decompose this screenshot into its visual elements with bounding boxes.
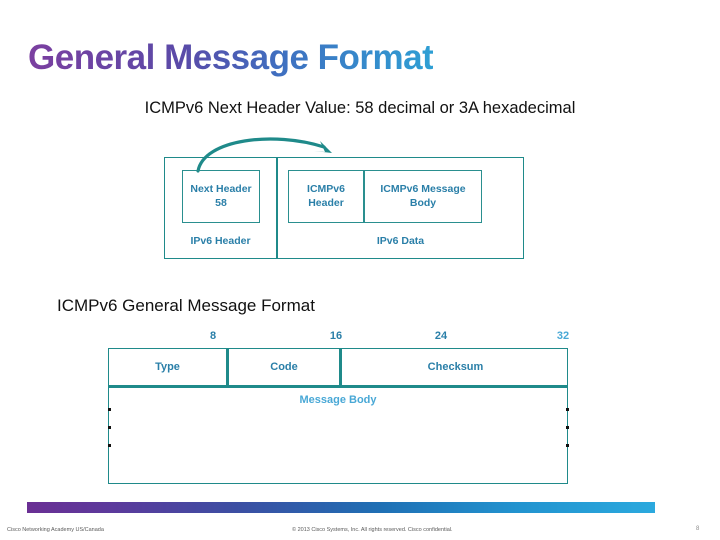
ipv6-data-caption: IPv6 Data (376, 235, 425, 247)
icmpv6-message-format-diagram: 8 16 24 32 Type Code Checksum Message Bo… (108, 330, 570, 485)
ipv6-data-cell (277, 157, 524, 259)
ipv6-header-caption: IPv6 Header (190, 235, 251, 247)
footer-left-text: Cisco Networking Academy US/Canada (7, 527, 104, 533)
icmpv6-body-label-line1: ICMPv6 Message (380, 183, 466, 196)
icmpv6-header-label-line1: ICMPv6 (307, 183, 345, 196)
section-heading: ICMPv6 General Message Format (57, 296, 315, 315)
bit-tick-32: 32 (556, 330, 570, 342)
bit-tick-24: 24 (434, 330, 448, 342)
ellipsis-dot (566, 444, 569, 447)
ipv6-packet-diagram: Next Header 58 ICMPv6 Header ICMPv6 Mess… (164, 137, 524, 259)
message-body-box (108, 386, 568, 484)
subtitle-next-header-value: ICMPv6 Next Header Value: 58 decimal or … (144, 99, 576, 117)
next-header-box: Next Header 58 (182, 170, 260, 223)
bit-tick-8: 8 (209, 330, 217, 342)
ellipsis-dots-right (566, 408, 572, 447)
ellipsis-dot (566, 426, 569, 429)
icmpv6-header-row: Type Code Checksum (108, 348, 568, 386)
field-code: Code (226, 349, 339, 385)
ellipsis-dot (108, 444, 111, 447)
next-header-value: 58 (215, 196, 227, 209)
footer-page-number: 8 (696, 526, 700, 532)
footer-copyright-text: © 2013 Cisco Systems, Inc. All rights re… (292, 527, 453, 533)
field-checksum: Checksum (339, 349, 569, 385)
next-header-label: Next Header (190, 183, 252, 196)
ellipsis-dot (108, 426, 111, 429)
icmpv6-body-label-line2: Body (409, 196, 437, 209)
ellipsis-dot (566, 408, 569, 411)
bit-tick-16: 16 (329, 330, 343, 342)
field-type: Type (155, 361, 180, 373)
page-title: General Message Format (28, 38, 434, 77)
footer-gradient-bar (27, 502, 655, 513)
field-message-body: Message Body (299, 394, 377, 406)
icmpv6-header-box: ICMPv6 Header (288, 170, 364, 223)
icmpv6-header-label-line2: Header (308, 196, 344, 209)
ipv6-header-cell (164, 157, 277, 259)
ellipsis-dot (108, 408, 111, 411)
ellipsis-dots-left (108, 408, 114, 447)
icmpv6-message-body-box: ICMPv6 Message Body (364, 170, 482, 223)
